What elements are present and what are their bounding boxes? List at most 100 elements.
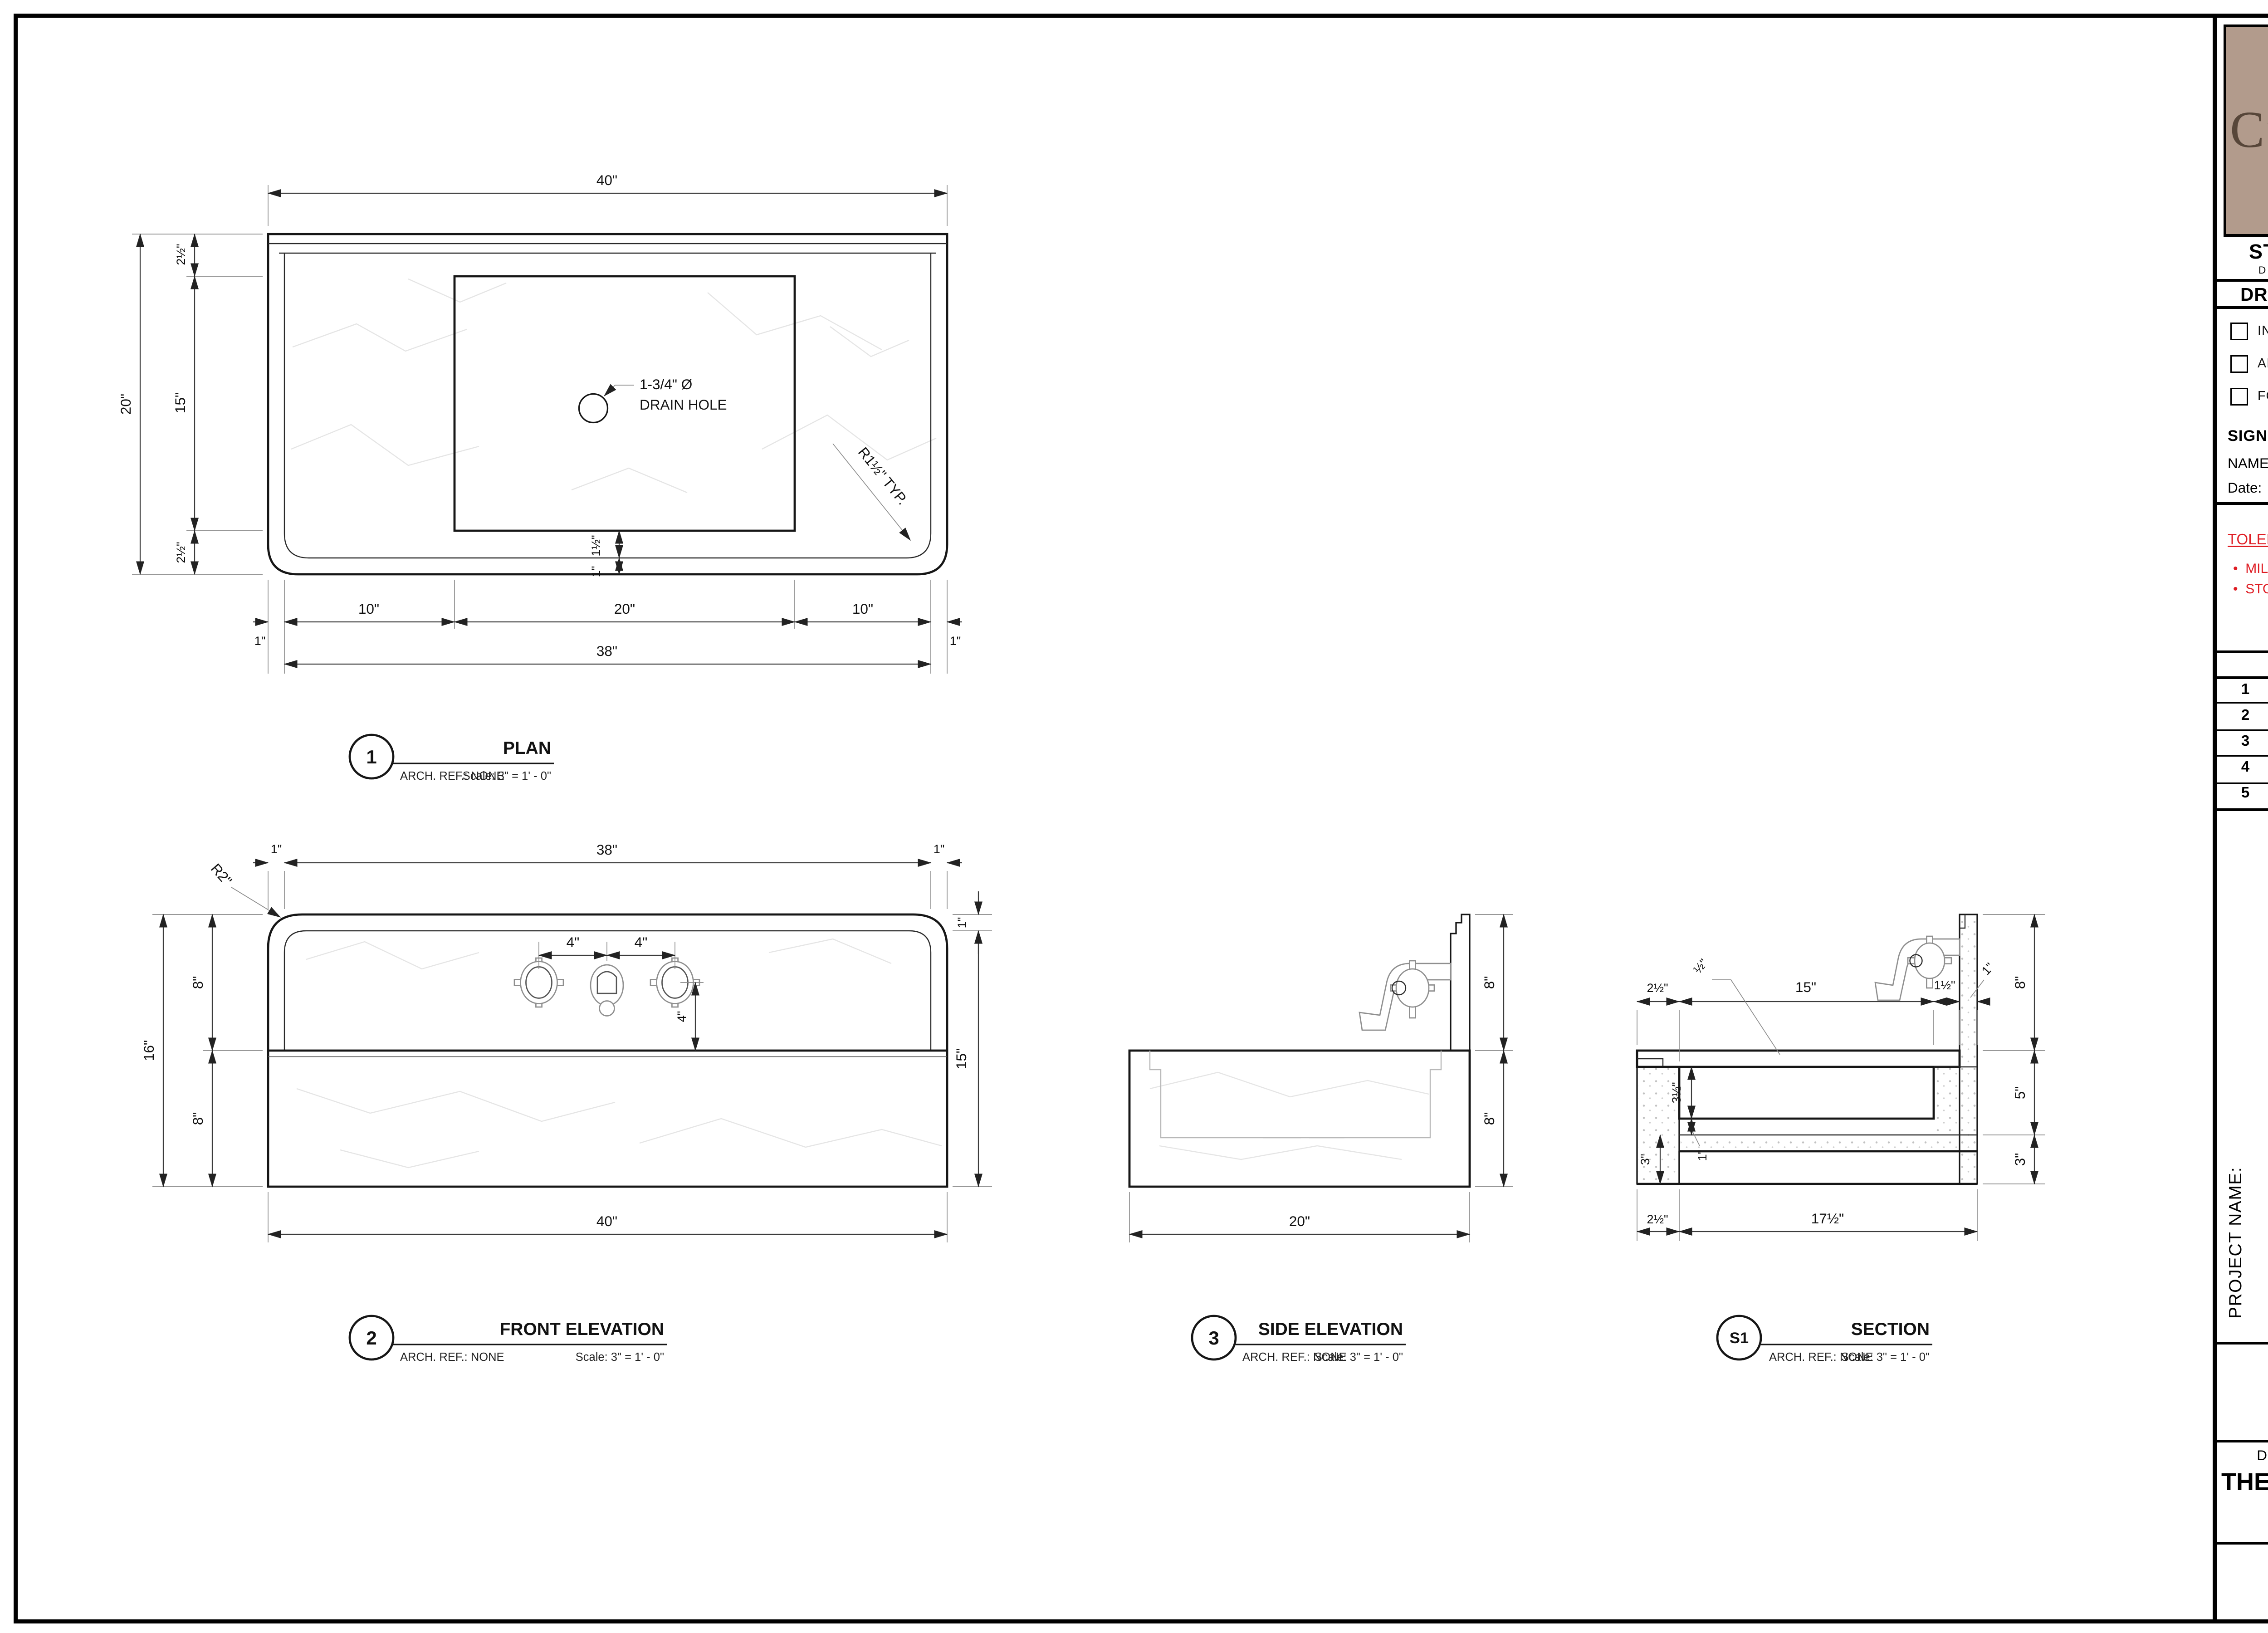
callout-number: S1 [1730, 1330, 1749, 1347]
side-body [1128, 1049, 1471, 1188]
svg-text:20": 20" [1289, 1213, 1310, 1229]
notes-header: NOTES [2217, 508, 2268, 528]
svg-text:3": 3" [1638, 1154, 1652, 1165]
svg-text:5": 5" [2012, 1086, 2028, 1100]
drain-note-line1: 1-3/4" Ø [640, 376, 692, 392]
section-rim-slab [1636, 1049, 1961, 1068]
front-inner-line [284, 930, 932, 1051]
project-name-label: PROJECT NAME: [2225, 1166, 2245, 1319]
revision-row-5: 5 [2241, 785, 2250, 802]
side-elevation-drawing: 8" 8" 20" 3 SIDE ELEVATION ARCH. REF.: N… [1128, 914, 1513, 1364]
svg-text:1": 1" [1696, 1150, 1709, 1161]
revision-row-2: 2 [2241, 708, 2250, 724]
checkbox-approved[interactable] [2230, 355, 2248, 373]
logo-text: Cultheir [2230, 102, 2268, 159]
plan-dim-depth-segments: 2½" 15" 2½" [172, 233, 263, 575]
section-dim-left: ½" 3½" 1" 3" [1638, 956, 1780, 1185]
svg-text:2½": 2½" [1647, 1213, 1668, 1226]
svg-text:8": 8" [1481, 976, 1497, 989]
svg-text:8": 8" [1481, 1112, 1497, 1125]
view-title: SECTION [1851, 1320, 1930, 1339]
svg-text:4": 4" [635, 934, 648, 950]
arch-ref: ARCH. REF.: NONE [400, 1351, 504, 1364]
svg-text:17½": 17½" [1811, 1210, 1844, 1227]
drain-note-line2: DRAIN HOLE [640, 396, 727, 413]
front-dim-left: 16" 8" 8" [141, 914, 263, 1188]
tolerance-notes-header: TOLERANCE NOTES: [2228, 532, 2268, 548]
section-drawing: 2½" 15" 1½" 1" 8" 5" 3" ½" [1636, 914, 2045, 1364]
tolerance-bullet-millwork: • MILLWORK: -- [2233, 562, 2268, 577]
view-title: SIDE ELEVATION [1258, 1320, 1403, 1339]
svg-text:16": 16" [141, 1040, 157, 1061]
view-scale: Scale: 3" = 1' - 0" [463, 770, 551, 782]
arch-ref: ARCH. REF.: NONE [1242, 1351, 1347, 1364]
plan-view-drawing: 1-3/4" Ø DRAIN HOLE R1½" TYP. 40" 20" [117, 172, 962, 782]
studio-name: STUDIO LAKIR [2248, 241, 2268, 264]
status-row-in-progress: IN PROGRESS [2230, 323, 2268, 340]
title-block: Cultheir STUDIO LAKIR DRAFTING SERVICES … [2213, 14, 2268, 1623]
studio-subtitle: DRAFTING SERVICES [2258, 264, 2268, 276]
front-dim-top: 1" 38" 1" [253, 841, 962, 909]
status-row-approved: APPROVED [2230, 355, 2268, 373]
arch-ref: ARCH. REF.: NONE [1769, 1351, 1873, 1364]
front-dim-right: 1" 15" [953, 891, 992, 1188]
side-marble-veins [1149, 1071, 1429, 1160]
callout-number: 3 [1208, 1327, 1219, 1349]
side-basin-hidden-line [1149, 1051, 1442, 1139]
view-title: PLAN [503, 738, 551, 758]
plan-inner-wall [284, 253, 932, 559]
svg-text:20": 20" [117, 394, 134, 415]
plan-dim-lip-gaps: 1½" 1" [589, 530, 623, 577]
name-label: NAME : [2228, 456, 2268, 472]
view-scale: Scale: 3" = 1' - 0" [576, 1351, 664, 1364]
sheet-no-value: 1.2 [2217, 1572, 2268, 1609]
callout-number: 1 [366, 746, 376, 768]
front-outer-body [267, 913, 948, 1188]
svg-text:½": ½" [1691, 956, 1711, 976]
drawing-title-line2: SINK [2217, 1498, 2268, 1527]
plan-dim-width-total: 40" [267, 172, 948, 226]
plan-dim-bottom: 10" 20" 10" 1" 1" 38" [253, 580, 962, 674]
front-dim-faucet-drop: 4" [675, 982, 704, 1051]
view-title: FRONT ELEVATION [499, 1320, 664, 1339]
svg-text:1": 1" [955, 917, 969, 929]
section-dim-top: 2½" 15" 1½" 1" [1636, 960, 1997, 1061]
plan-outer-body [267, 233, 948, 576]
callout-number: 2 [366, 1327, 376, 1349]
checkbox-in-progress[interactable] [2230, 323, 2248, 340]
room-name-label: ROOM NAME [2217, 1351, 2268, 1368]
svg-text:38": 38" [596, 841, 617, 858]
svg-text:1½": 1½" [1934, 978, 1955, 992]
svg-text:38": 38" [596, 643, 617, 659]
section-basin-cavity [1678, 1067, 1935, 1120]
section-dim-right: 8" 5" 3" [1983, 914, 2045, 1185]
plan-basin-opening [453, 275, 796, 532]
svg-text:8": 8" [190, 1112, 206, 1125]
svg-text:2½": 2½" [1647, 981, 1668, 995]
front-radius-note: R2" [208, 861, 281, 918]
section-back-wall-stipple [1961, 916, 1976, 1183]
svg-text:15": 15" [172, 392, 188, 413]
section-callout: S1 SECTION ARCH. REF.: NONE Scale: 3" = … [1716, 1315, 1932, 1364]
side-callout: 3 SIDE ELEVATION ARCH. REF.: NONE Scale:… [1191, 1315, 1406, 1364]
date-label: Date: [2228, 480, 2262, 497]
svg-text:20": 20" [614, 601, 635, 617]
side-dim-right: 8" 8" [1475, 914, 1513, 1188]
revision-row-4: 4 [2241, 759, 2250, 776]
plan-callout: 1 PLAN ARCH. REF.: NONE Scale: 3" = 1' -… [348, 733, 554, 782]
svg-text:8": 8" [190, 976, 206, 989]
svg-text:1": 1" [934, 842, 945, 856]
sheet-no-label: SHEET NO. [2217, 1550, 2268, 1566]
checkbox-for-production[interactable] [2230, 388, 2248, 406]
revision-row-1: 1 [2241, 682, 2250, 698]
side-faucet [1359, 960, 1452, 1031]
room-name-value: -- [2217, 1376, 2268, 1398]
front-dim-bottom: 40" [267, 1192, 948, 1242]
svg-text:40": 40" [596, 1213, 617, 1229]
status-row-for-production: FOR PRODUCTION [2230, 388, 2268, 406]
plan-dim-depth-total: 20" [117, 233, 263, 575]
svg-text:8": 8" [2012, 976, 2028, 989]
tolerance-bullet-stone: • STONE: -- [2233, 582, 2268, 597]
drawing-title-line1: THE ALEXANDRA [2221, 1468, 2268, 1496]
